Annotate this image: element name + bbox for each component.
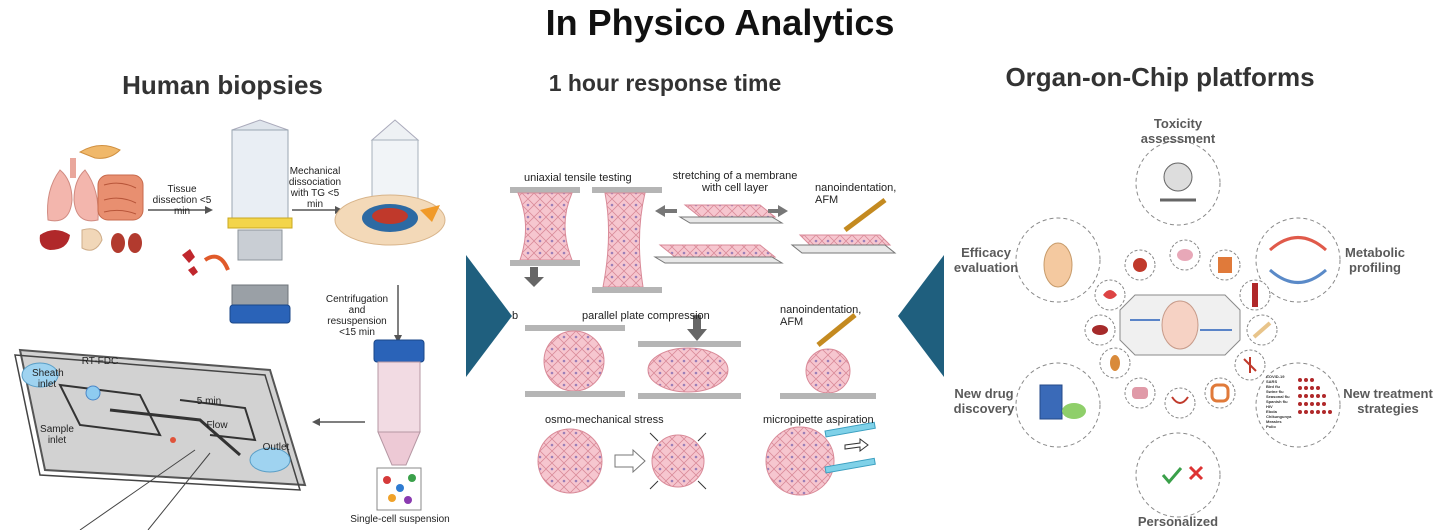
lungs-icon bbox=[47, 158, 99, 222]
open-arrow-icon bbox=[614, 448, 646, 474]
personalized-circle bbox=[1135, 432, 1221, 518]
tissue-sample-1 bbox=[517, 192, 573, 261]
uterus-icon bbox=[1171, 396, 1189, 404]
drug-bottle-icon bbox=[1039, 384, 1063, 420]
liver-small-icon bbox=[1092, 325, 1108, 335]
label-stretching: stretching of a membrane with cell layer bbox=[672, 170, 798, 194]
intestine-small-icon bbox=[1218, 257, 1232, 273]
label-nanoindentation-1: nanoindentation, AFM bbox=[815, 182, 897, 206]
label-toxicity: Toxicity assessment bbox=[1140, 116, 1216, 146]
right-arrow-icon bbox=[778, 205, 788, 217]
arrow-right-icon bbox=[466, 255, 512, 377]
intestine-icon bbox=[97, 174, 144, 221]
liver-icon bbox=[39, 230, 70, 250]
metabolic-circle bbox=[1255, 217, 1341, 303]
organ-on-chip-wheel-illustration bbox=[1015, 140, 1341, 518]
rt-fdc-chip-icon bbox=[14, 348, 307, 530]
label-new-treatment: New treatment strategies bbox=[1343, 386, 1433, 416]
label-outlet: Outlet bbox=[262, 442, 290, 453]
section-title-response-time: 1 hour response time bbox=[548, 70, 782, 96]
label-mechanical-dissociation: Mechanical dissociation with TG <5 min bbox=[288, 166, 342, 210]
lung-small-icon bbox=[1103, 290, 1117, 299]
dot-grid-icon bbox=[1298, 378, 1332, 414]
skull-icon bbox=[1163, 162, 1193, 192]
label-centrifugation: Centrifugation and resuspension <15 min bbox=[325, 294, 389, 338]
left-arrow-icon bbox=[655, 205, 665, 217]
bowel-icon bbox=[1210, 383, 1230, 403]
section-title-human-biopsies: Human biopsies bbox=[122, 70, 323, 100]
mechanical-tests-illustration bbox=[510, 187, 897, 496]
label-osmo-mechanical: osmo-mechanical stress bbox=[545, 414, 664, 426]
label-efficacy: Efficacy evaluation bbox=[953, 245, 1019, 275]
label-micropipette: micropipette aspiration bbox=[763, 414, 874, 426]
biopsy-workflow-illustration bbox=[14, 119, 446, 530]
heart-icon bbox=[1133, 258, 1147, 272]
label-single-cell-suspension: Single-cell suspension bbox=[350, 514, 450, 525]
muscle-icon bbox=[1252, 283, 1258, 307]
stomach-icon bbox=[81, 228, 103, 251]
label-five-min: 5 min bbox=[196, 396, 222, 407]
down-arrow-icon bbox=[524, 277, 544, 287]
tissue-fragments-icon bbox=[182, 249, 198, 276]
kidney-small-icon bbox=[1110, 355, 1120, 371]
label-sheath-inlet: Sheath inlet bbox=[32, 368, 64, 390]
label-sample-inlet: Sample inlet bbox=[40, 424, 74, 446]
label-parallel-plate: parallel plate compression bbox=[582, 310, 710, 322]
falcon-tube-1-icon bbox=[227, 119, 293, 324]
page-title: In Physico Analytics bbox=[545, 2, 895, 43]
section-title-organ-on-chip: Organ-on-Chip platforms bbox=[1005, 62, 1315, 92]
afm-tip-icon bbox=[843, 198, 887, 232]
compression-arrow-icon bbox=[687, 329, 707, 341]
label-nanoindentation-2: nanoindentation, AFM bbox=[780, 304, 862, 328]
falcon-tube-3-icon bbox=[373, 339, 425, 511]
curved-arrow-icon bbox=[203, 254, 230, 271]
label-rt-fdc: RT-FDC bbox=[81, 356, 119, 367]
label-personalized: Personalized bbox=[1137, 514, 1219, 529]
check-icon bbox=[1161, 467, 1183, 485]
kidney-icon bbox=[111, 233, 142, 253]
label-uniaxial: uniaxial tensile testing bbox=[524, 172, 632, 184]
vessel-icon bbox=[1243, 357, 1257, 373]
capsule-icon bbox=[1043, 242, 1073, 288]
brain-icon bbox=[1177, 249, 1193, 261]
metabolic-arrows-icon bbox=[1269, 236, 1327, 252]
afm-tip-icon-2 bbox=[816, 313, 857, 347]
dissociator-icon bbox=[334, 119, 446, 246]
label-flow: Flow bbox=[206, 420, 228, 431]
label-b-marker: b bbox=[512, 310, 519, 322]
tissue-sample-2 bbox=[602, 192, 646, 288]
cross-icon bbox=[1188, 465, 1204, 481]
pancreas-icon bbox=[78, 145, 121, 159]
label-metabolic: Metabolic profiling bbox=[1345, 245, 1405, 275]
plate-top-1 bbox=[510, 187, 580, 193]
bone-icon bbox=[1252, 321, 1272, 339]
colon-icon bbox=[1132, 387, 1148, 399]
label-new-drug: New drug discovery bbox=[953, 386, 1015, 416]
arrow-left-icon bbox=[898, 255, 944, 377]
label-tissue-dissection: Tissue dissection <5 min bbox=[152, 184, 212, 217]
suction-arrow-icon bbox=[844, 438, 869, 452]
newtreatment-circle bbox=[1255, 362, 1341, 448]
